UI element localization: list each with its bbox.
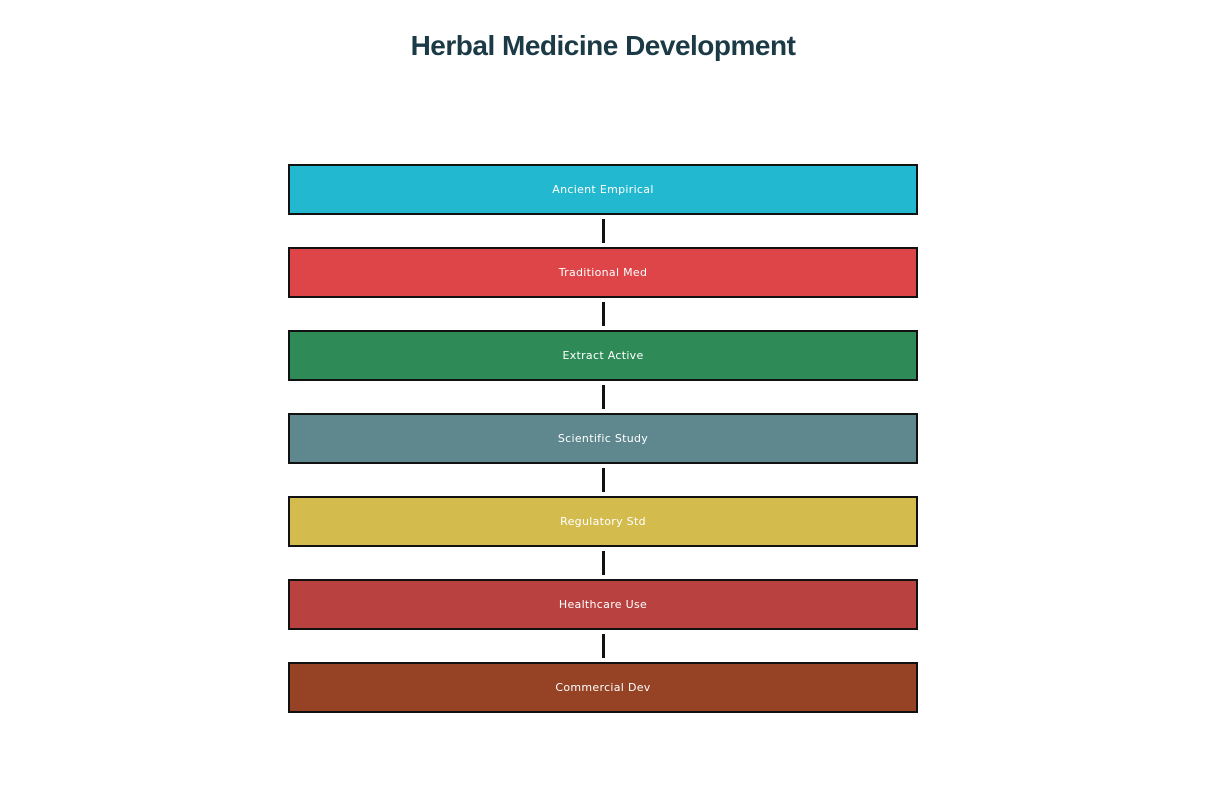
- step-box-healthcare-use: Healthcare Use: [288, 579, 918, 630]
- step-box-commercial-dev: Commercial Dev: [288, 662, 918, 713]
- connector-line: [601, 468, 605, 492]
- connector-line: [601, 219, 605, 243]
- diagram-title: Herbal Medicine Development: [410, 30, 796, 61]
- step-label: Traditional Med: [558, 266, 648, 279]
- step-label: Ancient Empirical: [552, 183, 654, 196]
- step-box-traditional-med: Traditional Med: [288, 247, 918, 298]
- connector-line: [601, 634, 605, 658]
- step-label: Healthcare Use: [558, 598, 648, 611]
- step-label: Extract Active: [562, 349, 644, 362]
- step-label: Scientific Study: [557, 432, 649, 445]
- step-box-extract-active: Extract Active: [288, 330, 918, 381]
- connector-line: [601, 551, 605, 575]
- step-label: Commercial Dev: [555, 681, 651, 694]
- step-box-regulatory-std: Regulatory Std: [288, 496, 918, 547]
- connector-line: [601, 302, 605, 326]
- connector-line: [601, 385, 605, 409]
- step-box-scientific-study: Scientific Study: [288, 413, 918, 464]
- flow-diagram: Ancient Empirical Traditional Med Extrac…: [288, 164, 918, 713]
- step-box-ancient-empirical: Ancient Empirical: [288, 164, 918, 215]
- step-label: Regulatory Std: [560, 515, 646, 528]
